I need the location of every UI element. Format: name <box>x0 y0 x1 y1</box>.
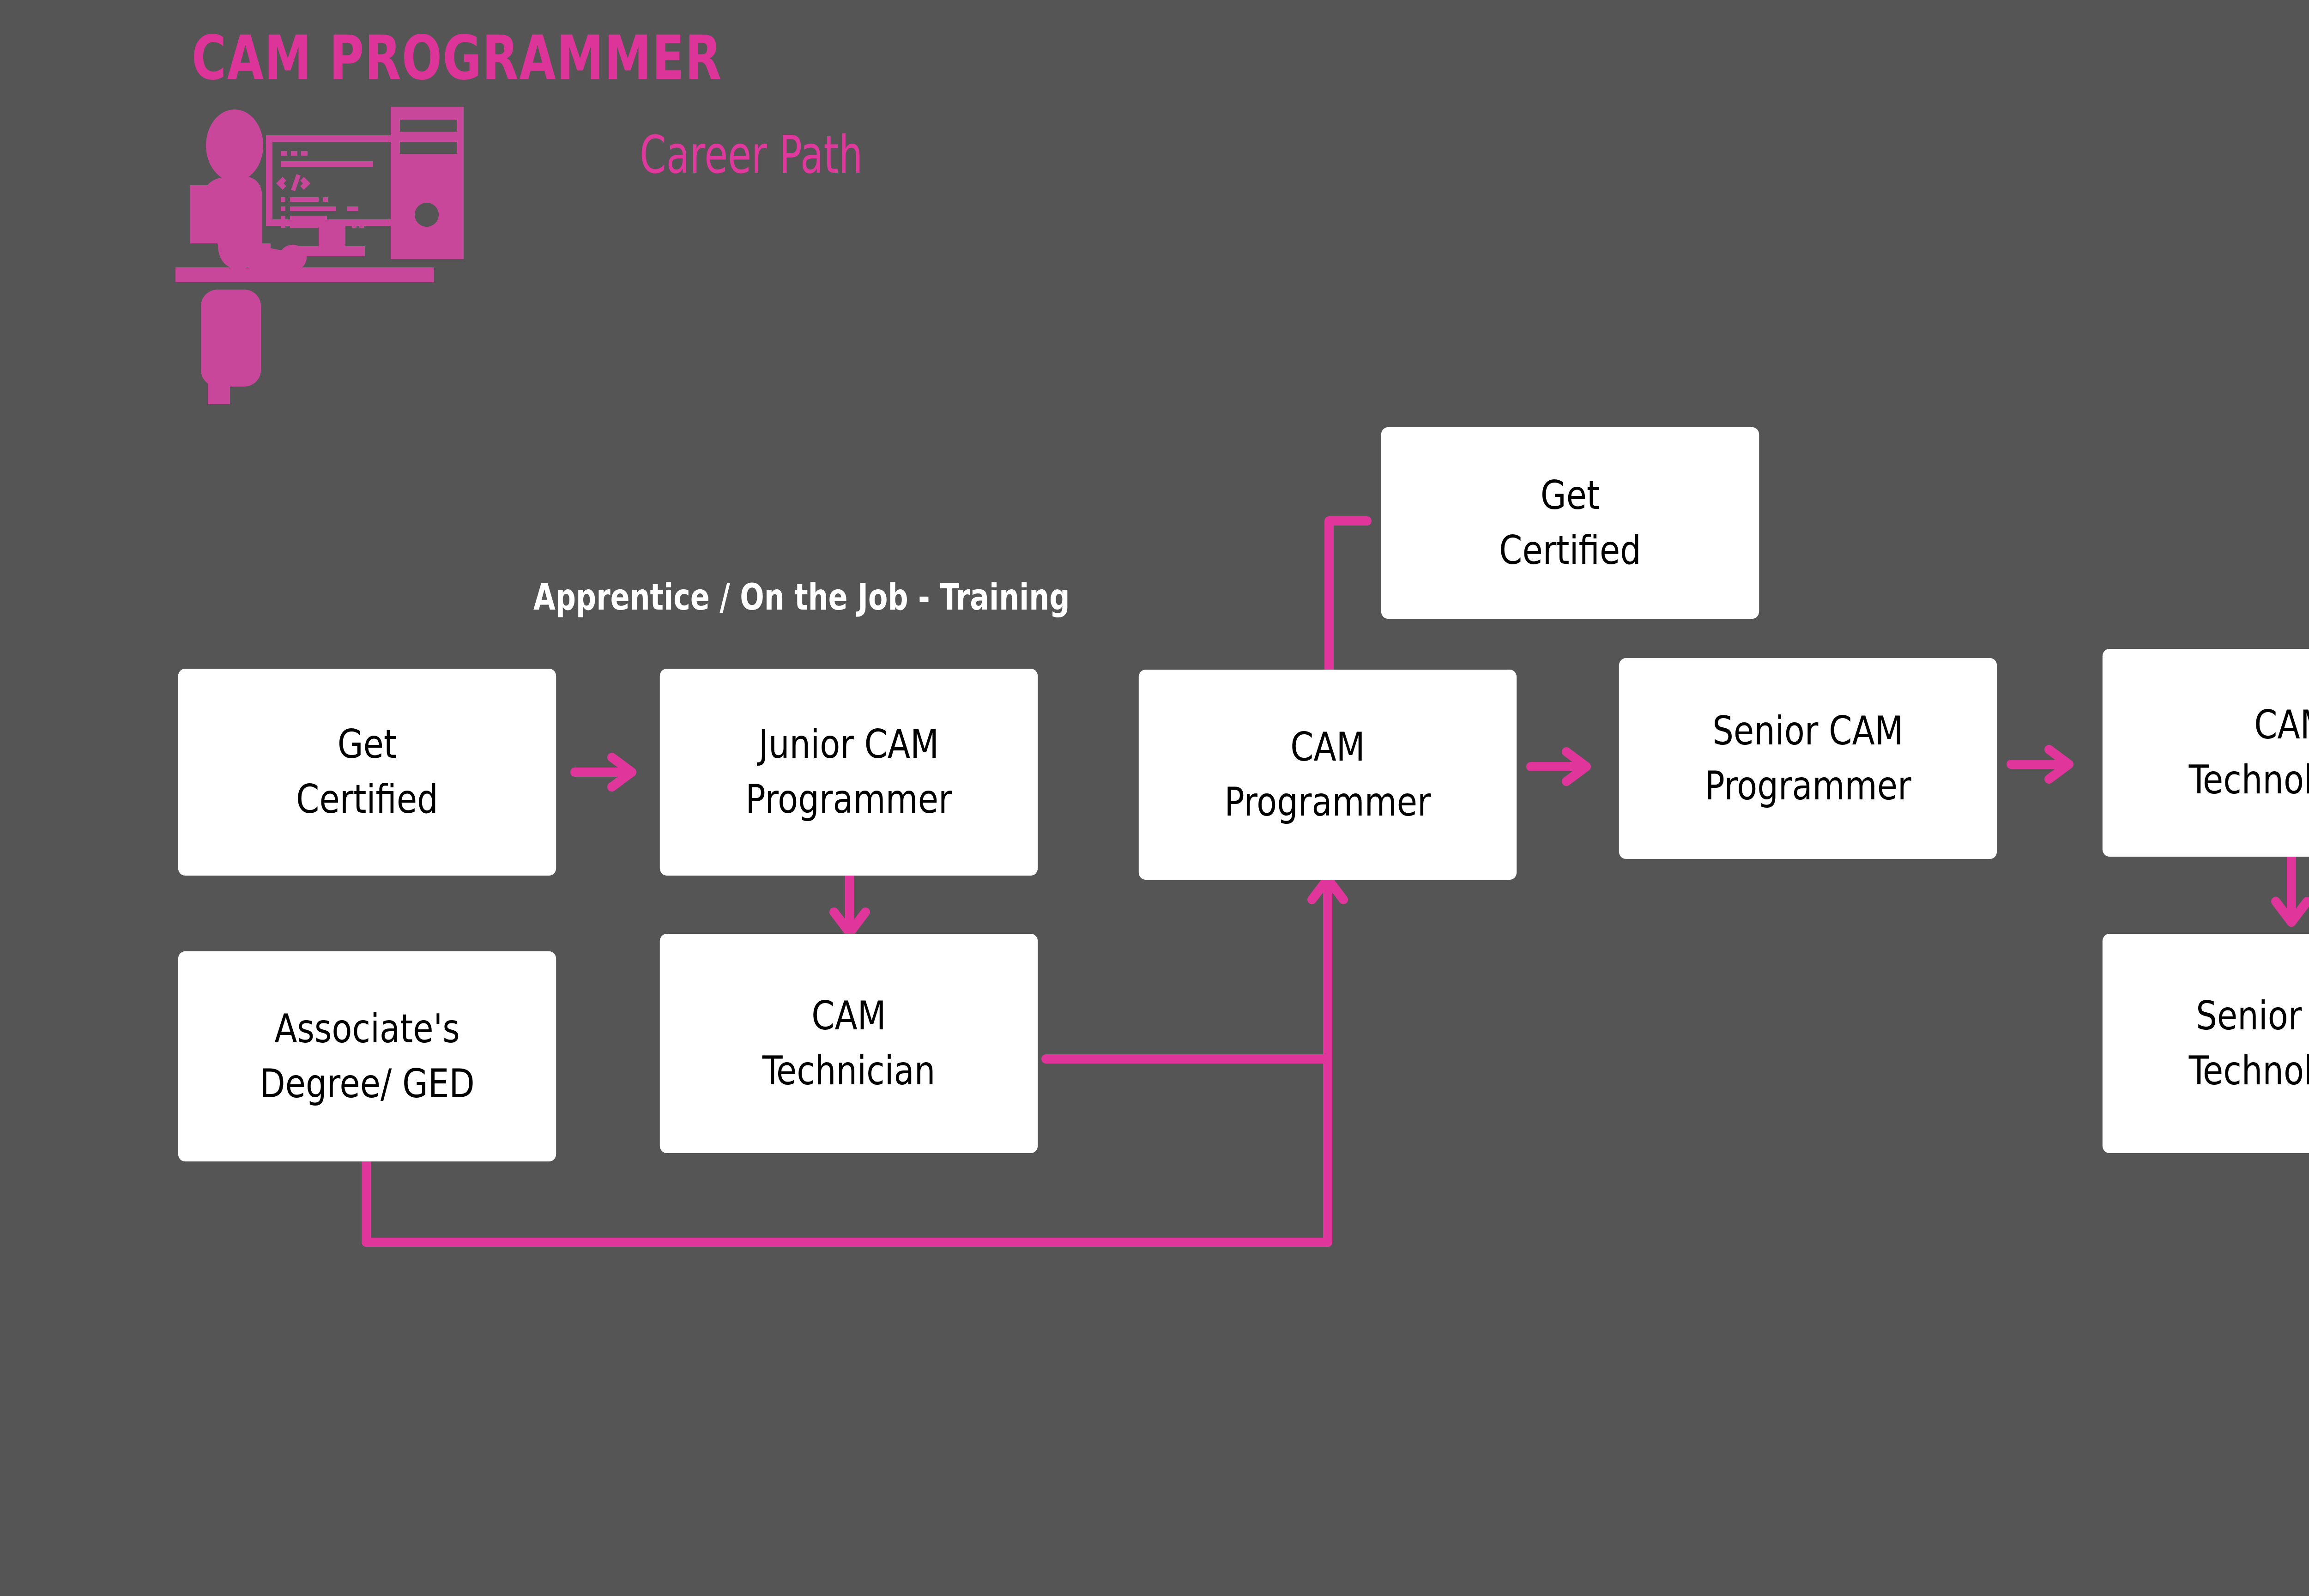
node-label: CAM Technician <box>762 992 936 1094</box>
edge-getcertified-to-junior <box>570 753 636 792</box>
node-label: Senior CAM Programmer <box>1705 707 1911 809</box>
node-senior-cam-technologist[interactable]: Senior CAM Technologist <box>2102 934 2309 1153</box>
node-label: Get Certified <box>296 721 438 822</box>
node-associates-degree-ged[interactable]: Associate's Degree/ GED <box>178 951 556 1161</box>
section-label-apprenticeship: Apprentice / On the Job - Training <box>533 577 1070 618</box>
node-cam-technician[interactable]: CAM Technician <box>659 934 1038 1153</box>
edge-getcertified-top-to-camprogrammer <box>1324 516 1372 677</box>
node-label: CAM Programmer <box>1224 724 1431 825</box>
edge-camprogrammer-to-senior <box>1526 747 1591 786</box>
node-label: Senior CAM Technologist <box>2188 992 2309 1094</box>
node-label: CAM Technologist <box>2188 702 2309 803</box>
node-cam-programmer[interactable]: CAM Programmer <box>1138 670 1517 880</box>
page-title: CAM PROGRAMMER <box>192 23 722 94</box>
programmer-at-desk-icon <box>175 99 614 423</box>
node-get-certified-left[interactable]: Get Certified <box>178 669 556 876</box>
edge-associates-to-camprogrammer <box>362 1156 1332 1247</box>
node-junior-cam-programmer[interactable]: Junior CAM Programmer <box>659 669 1038 876</box>
node-label: Associate's Degree/ GED <box>260 1005 475 1107</box>
node-label: Get Certified <box>1499 472 1641 574</box>
edge-senior-to-technologist <box>2007 745 2073 784</box>
edge-technologist-to-seniortechnologist <box>2271 852 2309 927</box>
node-get-certified-top[interactable]: Get Certified <box>1381 427 1759 619</box>
node-label: Junior CAM Programmer <box>745 721 952 822</box>
node-cam-technologist[interactable]: CAM Technologist <box>2102 649 2309 857</box>
page-subtitle: Career Path <box>640 125 863 185</box>
node-senior-cam-programmer[interactable]: Senior CAM Programmer <box>1619 658 1997 859</box>
